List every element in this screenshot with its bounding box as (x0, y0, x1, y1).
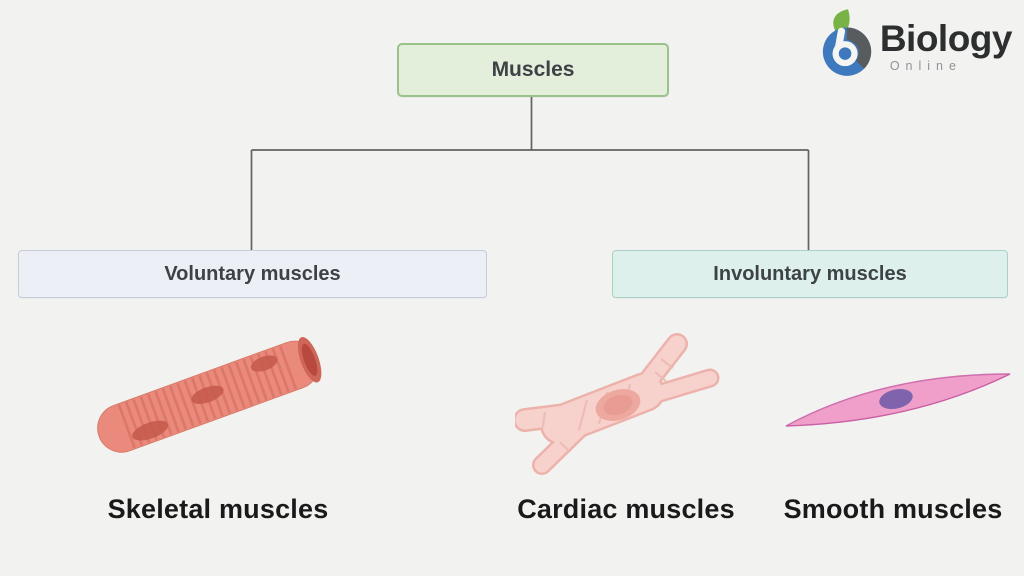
logo-text: Biology Online (879, 18, 1013, 73)
skeletal-muscle-image (97, 336, 322, 453)
node-involuntary-muscles: Involuntary muscles (612, 250, 1008, 298)
cardiac-muscle-image (515, 333, 720, 475)
node-voluntary-muscles-label: Voluntary muscles (164, 262, 341, 285)
label-skeletal-muscles: Skeletal muscles (107, 494, 329, 524)
logo-brand-text: Biology (879, 18, 1013, 59)
logo-subtitle-text: Online (889, 59, 962, 73)
biology-online-logo: Biology Online (819, 7, 1013, 79)
node-muscles: Muscles (397, 43, 669, 97)
label-cardiac-muscles: Cardiac muscles (517, 494, 735, 524)
biology-online-logo-icon (822, 9, 872, 76)
label-smooth-muscles: Smooth muscles (783, 494, 1003, 524)
node-voluntary-muscles: Voluntary muscles (18, 250, 487, 298)
node-involuntary-muscles-label: Involuntary muscles (713, 262, 907, 285)
node-muscles-label: Muscles (491, 58, 575, 81)
smooth-muscle-image (785, 373, 1011, 427)
